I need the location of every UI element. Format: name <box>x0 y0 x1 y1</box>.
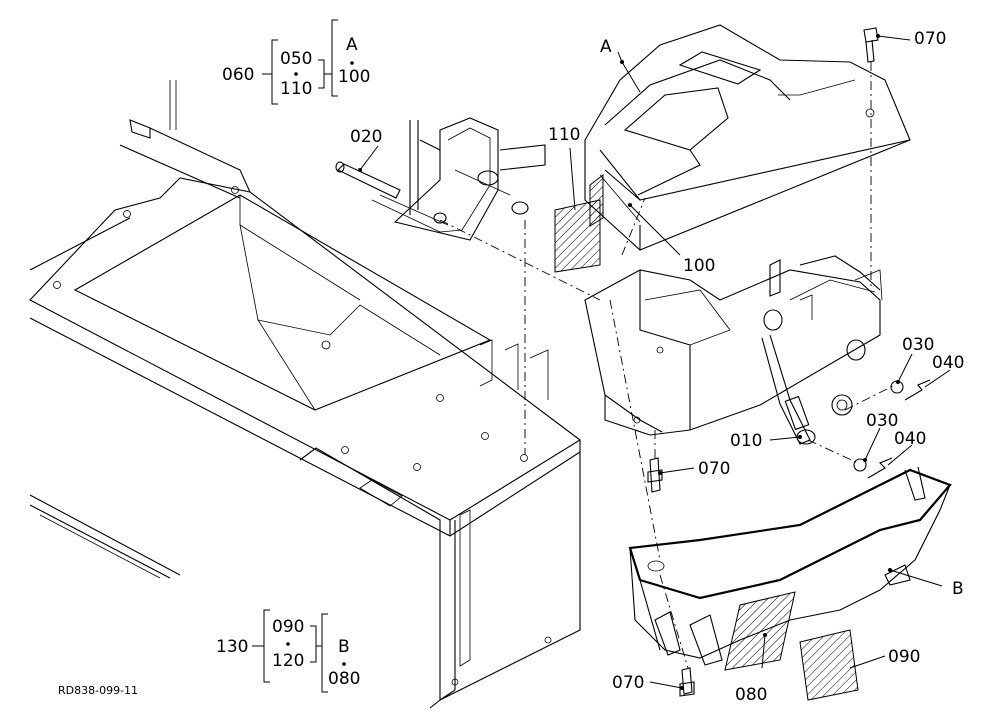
callout-040-b: 040 <box>894 429 926 449</box>
leader-lines <box>358 34 951 690</box>
group-top-left-top: 050 <box>280 49 312 69</box>
group-top-left-bottom: 110 <box>280 79 312 99</box>
callout-020: 020 <box>350 127 382 147</box>
bolts-070 <box>647 27 879 697</box>
group-top-dot-left <box>294 72 298 76</box>
callout-assy-b: B <box>952 579 964 599</box>
callout-070-mid: 070 <box>698 459 730 479</box>
callout-090: 090 <box>888 647 920 667</box>
callout-110: 110 <box>548 125 580 145</box>
group-brackets <box>252 19 338 693</box>
group-top-right-bottom: 100 <box>338 67 370 87</box>
group-top-parent: 060 <box>222 65 254 85</box>
drawing-code: RD838-099-11 <box>58 684 138 697</box>
lever-bracket <box>371 117 546 241</box>
group-bottom-right-top: B <box>338 637 350 657</box>
console-cover-a <box>584 24 911 251</box>
group-bottom-dot-left <box>286 642 290 646</box>
callout-070-top: 070 <box>914 29 946 49</box>
console-body <box>584 255 883 436</box>
group-top-right-top: A <box>346 35 358 55</box>
group-bottom-dot-right <box>342 662 346 666</box>
hatched-pads <box>554 173 859 701</box>
callout-070-bot: 070 <box>612 673 644 693</box>
callout-100: 100 <box>683 256 715 276</box>
group-bottom-parent: 130 <box>216 637 248 657</box>
callout-030-a: 030 <box>902 335 934 355</box>
callout-010: 010 <box>730 431 762 451</box>
callout-030-b: 030 <box>866 411 898 431</box>
lower-cover-b <box>628 466 952 666</box>
washers-clips <box>853 379 931 479</box>
callout-080: 080 <box>735 685 767 705</box>
damper-010 <box>761 309 853 445</box>
frame-plate <box>29 80 581 709</box>
callout-040-a: 040 <box>932 353 964 373</box>
group-bottom-right-bottom: 080 <box>328 669 360 689</box>
callout-labels: A 020 070 110 100 030 040 010 030 040 07… <box>58 29 964 705</box>
group-bottom-left-bottom: 120 <box>272 651 304 671</box>
center-lines <box>439 62 896 669</box>
pin-020 <box>335 161 401 199</box>
group-top-dot-right <box>350 61 354 65</box>
group-bottom-left-top: 090 <box>272 617 304 637</box>
callout-assy-a: A <box>600 37 612 57</box>
